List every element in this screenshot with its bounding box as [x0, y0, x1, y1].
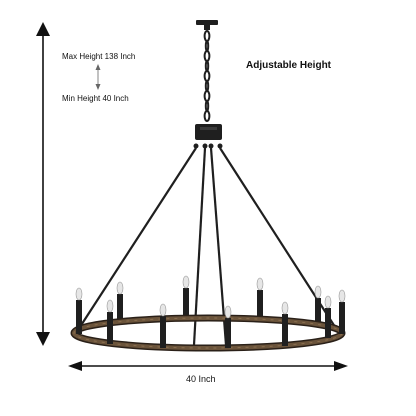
- width-arrow-icon: [68, 361, 348, 371]
- adjust-arrow-icon: [95, 64, 101, 90]
- width-label: 40 Inch: [186, 374, 216, 384]
- adjustable-height-label: Adjustable Height: [246, 60, 332, 71]
- height-arrow-icon: [36, 22, 50, 346]
- max-height-label: Max Height 138 Inch: [62, 52, 136, 61]
- min-height-label: Min Height 40 Inch: [62, 94, 129, 103]
